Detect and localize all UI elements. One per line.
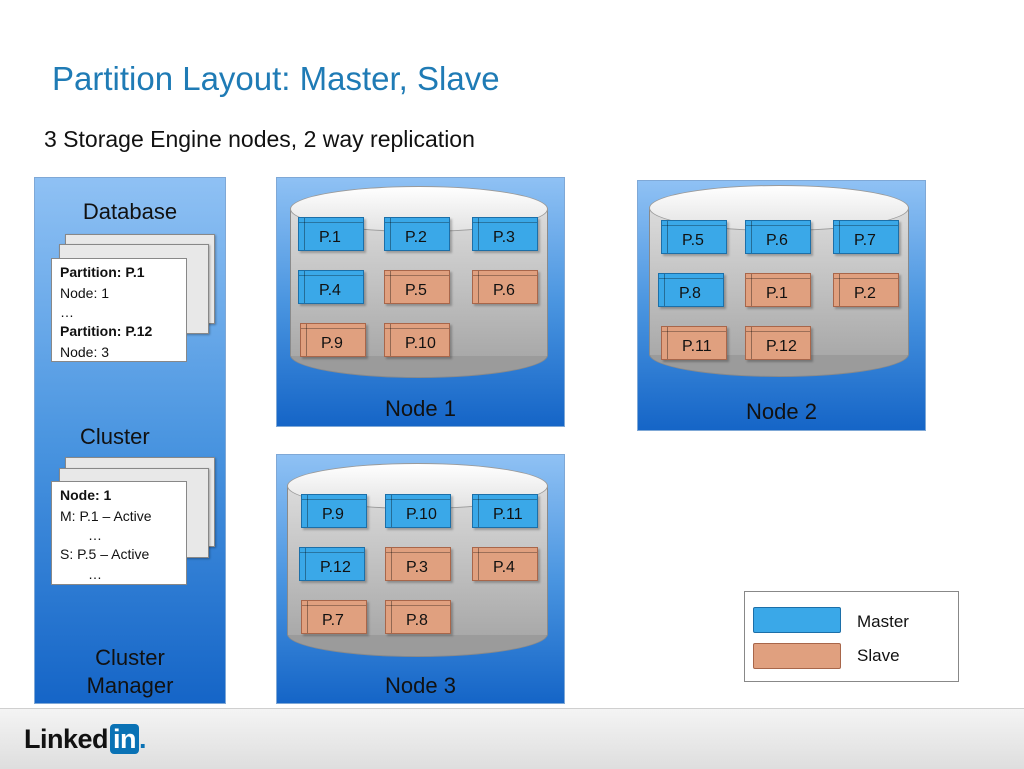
node-label: Node 3 bbox=[385, 673, 456, 698]
partition-slave: P.10 bbox=[384, 323, 450, 357]
footer-bar bbox=[0, 708, 1024, 769]
partition-label: P.6 bbox=[766, 232, 788, 249]
partition-label: P.3 bbox=[493, 229, 515, 246]
partition-label: P.7 bbox=[322, 612, 344, 629]
partition-label: P.7 bbox=[854, 232, 876, 249]
cluster-doc-line: S: P.5 – Active bbox=[60, 546, 150, 562]
partition-label: P.10 bbox=[405, 335, 436, 352]
cluster-label: Cluster bbox=[80, 424, 150, 449]
cluster-doc-line: M: P.1 – Active bbox=[60, 507, 152, 524]
partition-master: P.5 bbox=[661, 220, 727, 254]
partition-label: P.12 bbox=[320, 559, 351, 576]
partition-slave: P.1 bbox=[745, 273, 811, 307]
partition-master: P.6 bbox=[745, 220, 811, 254]
database-doc-line: Node: 1 bbox=[60, 284, 110, 301]
database-doc-line: … bbox=[60, 304, 74, 320]
partition-label: P.8 bbox=[406, 612, 428, 629]
partition-master: P.7 bbox=[833, 220, 899, 254]
legend-slave-label: Slave bbox=[857, 646, 900, 665]
partition-slave: P.9 bbox=[300, 323, 366, 357]
cluster-doc-line: Node: 1 bbox=[60, 487, 112, 503]
partition-master: P.11 bbox=[472, 494, 538, 528]
cluster-doc-line: … bbox=[88, 527, 102, 543]
partition-slave: P.8 bbox=[385, 600, 451, 634]
partition-label: P.5 bbox=[682, 232, 704, 249]
cluster-manager-panel: Database Partition: P.1 Node: 1 … Partit… bbox=[34, 177, 226, 704]
partition-master: P.4 bbox=[298, 270, 364, 304]
legend-master-swatch bbox=[753, 607, 841, 633]
partition-slave: P.4 bbox=[472, 547, 538, 581]
cluster-doc-line: … bbox=[88, 565, 102, 582]
partition-master: P.3 bbox=[472, 217, 538, 251]
database-doc-line: Partition: P.12 bbox=[60, 323, 153, 339]
database-doc-line: Partition: P.1 bbox=[60, 264, 145, 280]
legend: Master Slave bbox=[744, 591, 959, 682]
partition-master: P.2 bbox=[384, 217, 450, 251]
partition-label: P.3 bbox=[406, 559, 428, 576]
partition-label: P.9 bbox=[322, 506, 344, 523]
database-doc: Partition: P.1 Node: 1 … Partition: P.12… bbox=[51, 258, 187, 362]
partition-label: P.11 bbox=[682, 338, 712, 355]
node-label: Node 2 bbox=[746, 399, 817, 424]
partition-master: P.9 bbox=[301, 494, 367, 528]
partition-label: P.11 bbox=[493, 506, 523, 523]
database-doc-line: Node: 3 bbox=[60, 343, 110, 360]
partition-master: P.1 bbox=[298, 217, 364, 251]
cluster-manager-label: Cluster Manager bbox=[86, 645, 174, 698]
node-label: Node 1 bbox=[385, 396, 456, 421]
partition-label: P.1 bbox=[319, 229, 341, 246]
partition-label: P.12 bbox=[766, 338, 797, 355]
partition-slave: P.3 bbox=[385, 547, 451, 581]
cluster-doc: Node: 1 M: P.1 – Active … S: P.5 – Activ… bbox=[51, 481, 187, 585]
legend-master-label: Master bbox=[857, 612, 909, 631]
partition-master: P.12 bbox=[299, 547, 365, 581]
partition-slave: P.6 bbox=[472, 270, 538, 304]
partition-label: P.9 bbox=[321, 335, 343, 352]
slide-title: Partition Layout: Master, Slave bbox=[52, 60, 500, 97]
legend-slave-swatch bbox=[753, 643, 841, 669]
partition-label: P.8 bbox=[679, 285, 701, 302]
partition-label: P.1 bbox=[766, 285, 788, 302]
partition-slave: P.11 bbox=[661, 326, 727, 360]
partition-master: P.10 bbox=[385, 494, 451, 528]
partition-slave: P.7 bbox=[301, 600, 367, 634]
partition-label: P.5 bbox=[405, 282, 427, 299]
partition-slave: P.12 bbox=[745, 326, 811, 360]
partition-slave: P.2 bbox=[833, 273, 899, 307]
partition-slave: P.5 bbox=[384, 270, 450, 304]
partition-label: P.4 bbox=[319, 282, 341, 299]
partition-label: P.10 bbox=[406, 506, 437, 523]
partition-label: P.4 bbox=[493, 559, 515, 576]
partition-master: P.8 bbox=[658, 273, 724, 307]
slide-subtitle: 3 Storage Engine nodes, 2 way replicatio… bbox=[44, 126, 475, 152]
partition-label: P.2 bbox=[854, 285, 876, 302]
partition-label: P.2 bbox=[405, 229, 427, 246]
partition-label: P.6 bbox=[493, 282, 515, 299]
database-label: Database bbox=[82, 199, 178, 224]
